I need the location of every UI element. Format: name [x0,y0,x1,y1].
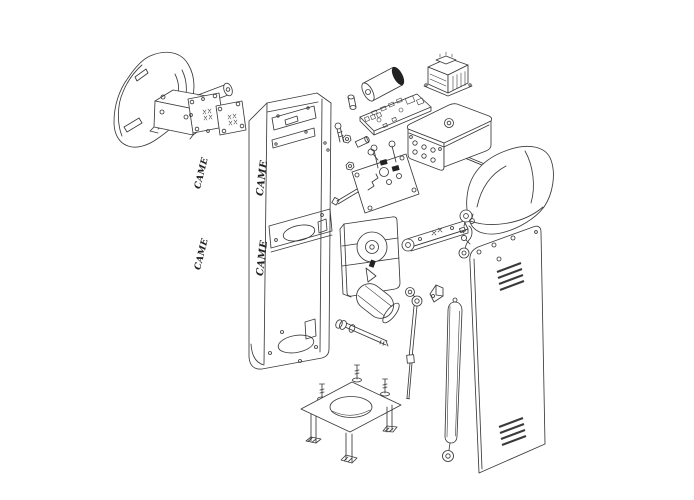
cabinet-logo-lower: CAME [255,240,270,277]
cabinet-logo-upper: CAME [255,160,270,197]
plate-legs [305,404,398,464]
balancing-spring [442,297,463,462]
hinge-pin-bolt [335,319,389,347]
mounting-bracket [429,284,444,303]
fastener-set [334,94,379,171]
release-mechanism [331,140,420,214]
circuit-board [359,93,432,136]
transformer [423,51,473,97]
tie-rod [405,287,423,400]
control-box [406,103,493,171]
vent-upper [496,262,525,291]
came-logo-sticker-lower: CAME [193,237,210,271]
vent-lower [498,417,527,446]
came-logo-sticker-upper: CAME [193,156,210,190]
base-plate [300,364,402,464]
door-panel [453,222,546,474]
anchor-bolts [317,364,390,416]
head-dome-cover [466,145,554,235]
flange-plate-outer [215,100,247,136]
release-linkage [458,213,475,259]
battery [361,66,405,102]
balance-lever [401,209,473,252]
gearmotor [339,216,401,324]
cabinet-body: CAME CAME [248,92,333,370]
